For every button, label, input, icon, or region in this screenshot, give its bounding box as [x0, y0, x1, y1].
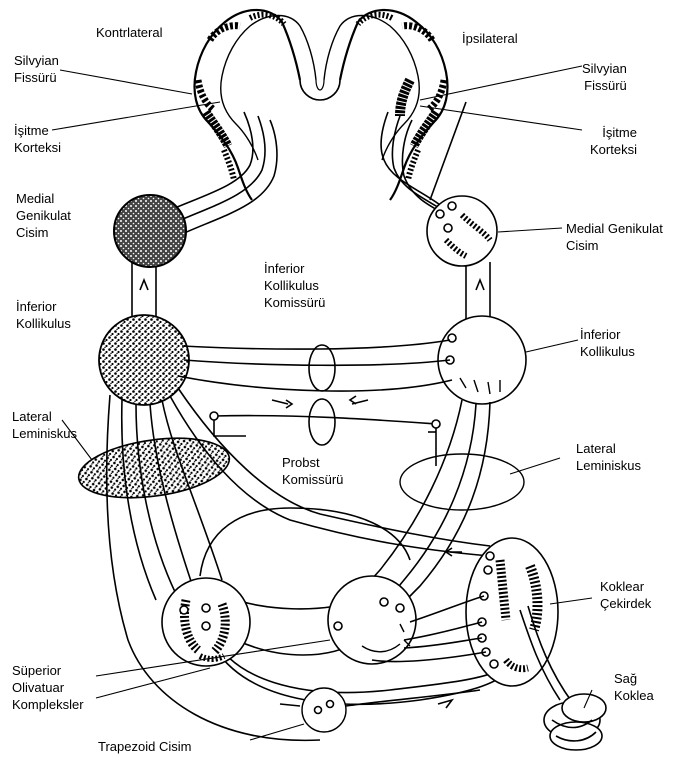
contralateral-label: Kontrlateral: [96, 24, 162, 41]
soc-right-nucleus: [328, 576, 416, 664]
ic-left-nucleus: [99, 315, 189, 405]
ic-right-nucleus: [438, 316, 526, 404]
cortex-outline: [195, 10, 448, 200]
ic-commissure-fibers: [178, 340, 452, 445]
soc-left-nucleus: [162, 578, 250, 666]
mgb-left-nucleus: [114, 195, 186, 267]
mgb-right-nucleus: [427, 196, 497, 266]
ipsilateral-label: İpsilateral: [462, 30, 518, 47]
ll-right-nucleus: [400, 454, 524, 510]
trapezoid-body-label: Trapezoid Cisim: [98, 738, 191, 755]
trapezoid-body-nucleus: [280, 688, 480, 732]
cortex-gyri: [198, 15, 444, 180]
